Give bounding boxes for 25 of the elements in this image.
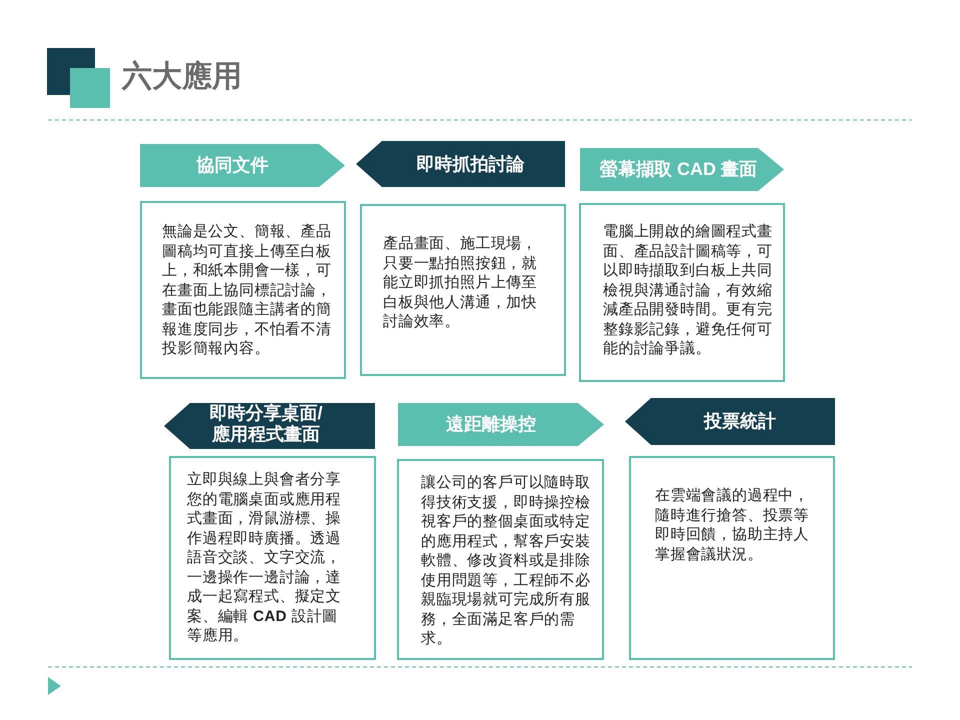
text-box <box>169 456 376 660</box>
banner-heading: 螢幕擷取 CAD 畫面 <box>600 158 758 180</box>
arrow-banner <box>398 403 604 446</box>
arrow-banner <box>140 144 345 187</box>
description-text: 無論是公文、簡報、產品圖稿均可直接上傳至白板上，和紙本開會一樣，可在畫面上協同標記討論，畫面也能跟隨主講者的簡報進度同步，不怕看不清投影簡報內容。 <box>162 222 332 358</box>
description-text: 產品畫面、施工現場，只要一點拍照按鈕，就能立即抓拍照片上傳至白板與他人溝通，加快討論效率。 <box>383 234 538 332</box>
text-box <box>629 456 835 660</box>
description-text: 在雲端會議的過程中，隨時進行搶答、投票等即時回饋，協助主持人掌握會議狀況。 <box>655 486 810 564</box>
banner-heading: 投票統計 <box>702 410 777 432</box>
description-text: 電腦上開啟的繪圖程式畫面、產品設計圖稿等，可以即時擷取到白板上共同檢視與溝通討論，有效縮減產品開發時間。更有完整錄影記錄，避免任何可能的討論爭議。 <box>603 222 773 358</box>
arrow-banner <box>164 403 375 449</box>
page-title: 六大應用 <box>122 59 242 95</box>
text-box <box>397 459 604 660</box>
arrow-banner <box>625 398 835 445</box>
arrow-banner <box>356 141 565 187</box>
banner-heading: 協同文件 <box>196 154 270 176</box>
text-box <box>579 203 785 382</box>
banner-heading: 即時分享桌面/應用程式畫面 <box>208 403 324 445</box>
description-text: 立即與線上與會者分享您的電腦桌面或應用程式畫面，滑鼠游標、操作過程即時廣播。透過語音交談、文字交流，一邊操作一邊討論，達成一起寫程式、擬定文案、編輯 CAD 設計圖等應用。 <box>187 470 342 646</box>
arrow-banner <box>580 148 784 191</box>
text-box <box>360 204 566 376</box>
description-text: 讓公司的客戶可以隨時取得技術支援，即時操控檢視客戶的整個桌面或特定的應用程式，幫客戶安裝軟體、修改資料或是排除使用問題等，工程師不必親臨現場就可完成所有服務，全面滿足客戶的需求。 <box>421 473 592 648</box>
banner-heading: 即時抓拍討論 <box>416 152 526 174</box>
text-box <box>140 201 346 379</box>
banner-heading: 遠距離操控 <box>445 413 537 435</box>
